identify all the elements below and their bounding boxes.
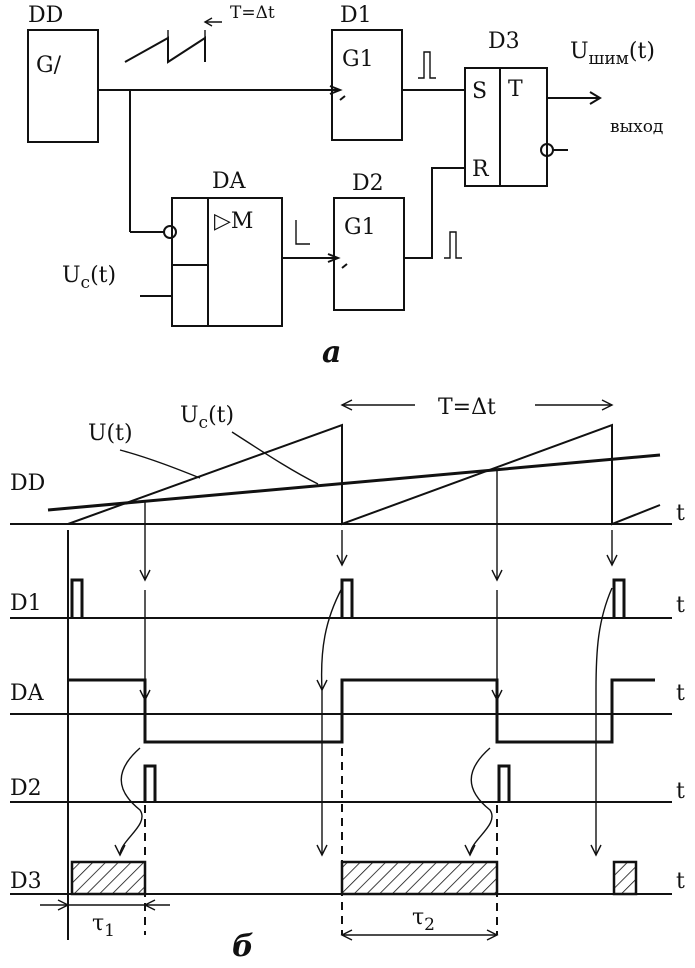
d2-pulse-1 [143, 764, 157, 802]
d1-pulse-1 [70, 578, 84, 618]
arrowhead [590, 844, 602, 857]
d1-block-text: G1 [342, 47, 374, 72]
period-label-bg [415, 390, 535, 418]
d3-pulse-3 [612, 860, 638, 896]
d3-box [464, 67, 548, 187]
dd-label: DD [28, 3, 63, 28]
d2-block: D2 G1 [333, 171, 405, 311]
d2-input-arrow [327, 253, 341, 263]
row-label-d2: D2 [10, 776, 42, 801]
da-waveform [68, 678, 655, 744]
period-arrowhead [203, 17, 213, 27]
output-word: выход [610, 117, 663, 137]
d1-pulse-icon [418, 51, 436, 79]
causality-arrows [114, 470, 618, 857]
sawtooth-wave [124, 36, 206, 64]
arrowhead [491, 569, 503, 582]
d1-axis-label: t [676, 593, 685, 618]
uc-input-label: Uc(t) [62, 263, 116, 293]
d3-r-pin: R [472, 157, 490, 182]
tau1-arrow-left [57, 899, 70, 911]
tau1-arrow-right [143, 899, 156, 911]
arrowhead [491, 689, 503, 702]
d1-pulse-2 [340, 578, 354, 618]
d1-input-arrow [329, 85, 343, 95]
sawtooth-u [67, 423, 661, 526]
da-box [171, 197, 283, 327]
timing-period-label: T=Δt [438, 395, 496, 420]
schematic: DD G/ T=Δt D1 G1 D3 [27, 3, 663, 370]
timing-diagram: T=Δt U(t) Uc(t) DD D1 DA D2 D3 t t t t [10, 390, 685, 964]
d3-pulse-1 [70, 860, 147, 896]
tau2-marker: τ2 [340, 905, 499, 941]
row-label-d1: D1 [10, 591, 42, 616]
d3-label: D3 [488, 29, 520, 54]
period-marker: T=Δt [340, 390, 614, 420]
d3-block: D3 S T R [464, 29, 568, 187]
tau2-label: τ2 [412, 905, 435, 935]
dd-axis-label: t [676, 501, 685, 526]
d3-pulse-2 [340, 860, 499, 896]
d2-pulse-icon [444, 231, 462, 259]
u-curve-label: U(t) [88, 421, 133, 446]
row-label-dd: DD [10, 471, 45, 496]
da-block-text: ▷M [214, 209, 253, 234]
da-label: DA [212, 169, 247, 194]
sawtooth-indicator: T=Δt [124, 3, 275, 64]
da-inverting-input [163, 225, 177, 239]
arrow-d1-to-da-3 [595, 587, 613, 691]
u-label-leader [119, 449, 201, 479]
arrowhead [606, 554, 618, 567]
d1-pulse-3 [612, 578, 626, 618]
arrow-da-to-d2-2 [469, 747, 493, 856]
tau1-label: τ1 [92, 911, 115, 941]
d1-box [331, 29, 403, 141]
row-label-da: DA [10, 681, 45, 706]
d2-block-text: G1 [344, 215, 376, 240]
arrow-d1-to-da-2 [320, 587, 343, 691]
d1-label: D1 [340, 3, 372, 28]
caption-a: а [322, 335, 341, 370]
tau2-arrow-right [486, 929, 499, 941]
period-arrow-right [601, 399, 614, 411]
d2-pulse-2 [497, 764, 511, 802]
arrowhead [316, 844, 328, 857]
dd-block-text: G/ [36, 53, 62, 78]
uc-label-leader [231, 431, 319, 485]
arrowhead [139, 569, 151, 582]
dd-generator-block: DD G/ [27, 3, 99, 143]
period-arrow-left [340, 399, 353, 411]
da-block: DA ▷M [163, 169, 283, 327]
d2-axis-label: t [676, 779, 685, 804]
arrowhead [139, 689, 151, 702]
row-label-d3: D3 [10, 869, 42, 894]
d3-t-pin: T [508, 77, 523, 102]
tau2-arrow-left [340, 929, 353, 941]
arrowhead [336, 554, 348, 567]
arrow-da-to-d2-1 [119, 747, 143, 856]
d2-to-r-wire [404, 167, 465, 259]
uc-curve-label: Uc(t) [180, 403, 234, 433]
dd-box [27, 29, 99, 143]
d1-block: D1 G1 [331, 3, 403, 141]
control-voltage-uc [47, 453, 661, 512]
arrowhead [114, 844, 126, 857]
d1-edge-mark [339, 95, 346, 101]
output-label: Uшим(t) [570, 39, 655, 69]
caption-b: б [232, 929, 254, 964]
d3-s-pin: S [472, 79, 487, 104]
tau1-marker: τ1 [40, 899, 170, 941]
arrowhead [464, 844, 476, 857]
da-edge-icon [295, 220, 310, 245]
d2-box [333, 197, 405, 311]
period-label: T=Δt [230, 3, 275, 23]
da-axis-label: t [676, 681, 685, 706]
output-arrow [589, 91, 602, 105]
d2-edge-mark [341, 263, 348, 269]
d2-label: D2 [352, 171, 384, 196]
d3-axis-label: t [676, 869, 685, 894]
